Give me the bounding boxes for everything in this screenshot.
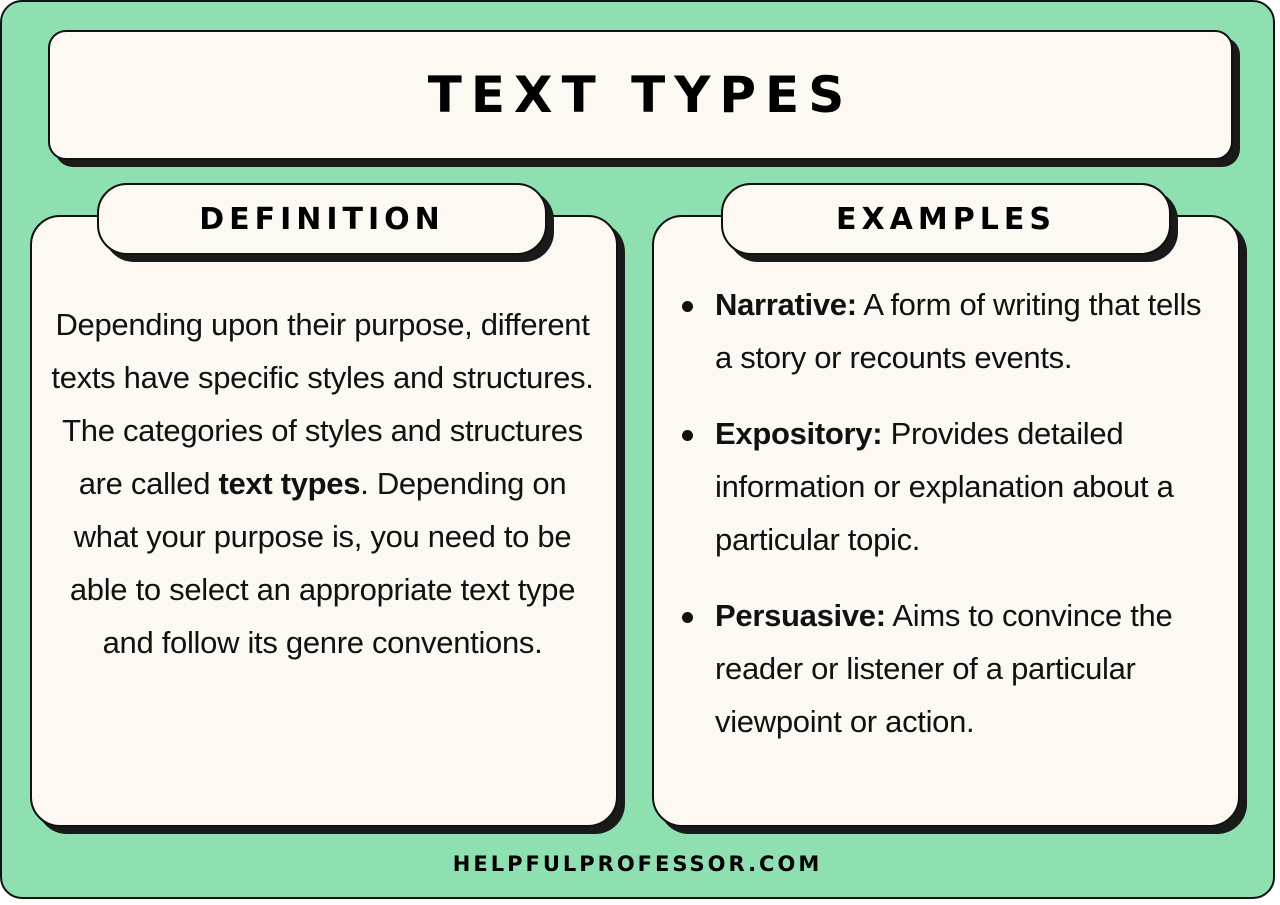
- definition-bold-term: text types: [218, 466, 361, 501]
- definition-text: Depending upon their purpose, different …: [50, 298, 595, 669]
- example-description: A form of writing that tells a story or …: [715, 287, 1202, 375]
- definition-heading: DEFINITION: [199, 201, 445, 237]
- title-card: TEXT TYPES: [48, 30, 1233, 160]
- list-item: Persuasive: Aims to convince the reader …: [680, 589, 1220, 748]
- bullet-icon: [682, 430, 693, 441]
- list-item: Narrative: A form of writing that tells …: [680, 278, 1220, 384]
- example-term: Persuasive:: [715, 598, 886, 633]
- example-description: Aims to convince the reader or listener …: [715, 598, 1173, 739]
- list-item: Expository: Provides detailed informatio…: [680, 407, 1220, 566]
- example-description: Provides detailed information or explana…: [715, 416, 1174, 557]
- footer-site: HELPFULPROFESSOR.COM: [452, 852, 823, 876]
- example-term: Expository:: [715, 416, 883, 451]
- examples-heading-pill: EXAMPLES: [721, 183, 1171, 255]
- example-term: Narrative:: [715, 287, 857, 322]
- examples-heading: EXAMPLES: [836, 201, 1056, 237]
- definition-text-before: Depending upon their purpose, different …: [51, 307, 594, 501]
- examples-list: Narrative: A form of writing that tells …: [680, 278, 1220, 771]
- examples-panel: [652, 215, 1240, 827]
- bullet-icon: [682, 301, 693, 312]
- definition-heading-pill: DEFINITION: [97, 183, 547, 255]
- page-title: TEXT TYPES: [427, 66, 854, 124]
- definition-text-after: . Depending on what your purpose is, you…: [69, 466, 576, 660]
- definition-panel: [30, 215, 618, 827]
- bullet-icon: [682, 612, 693, 623]
